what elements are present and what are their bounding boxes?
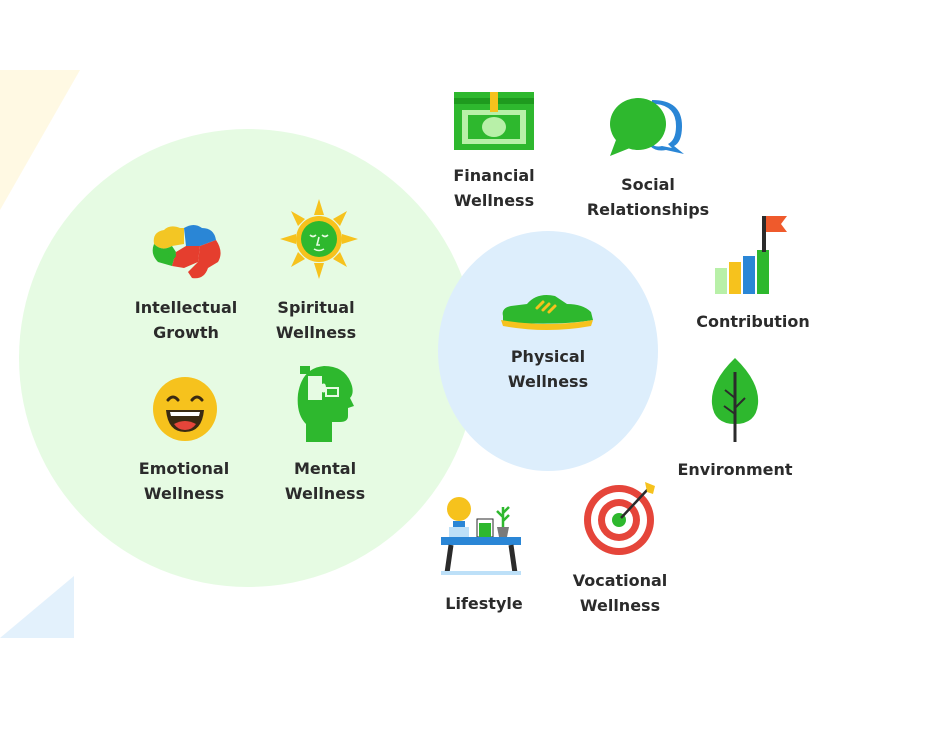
sneaker-icon [497, 290, 595, 337]
label-social-line-1: Social [621, 175, 675, 194]
inner-wellness-circle [19, 129, 477, 587]
label-spiritual-line-2: Wellness [275, 323, 357, 342]
physical-wellness-circle [438, 231, 658, 471]
laughing-face-icon [152, 376, 218, 447]
label-intellectual-line-2: Growth [153, 323, 219, 342]
label-environment: Environment [670, 457, 800, 482]
desk-lamp-icon [441, 495, 525, 582]
label-contribution-line-1: Contribution [696, 312, 810, 331]
label-emotional-wellness: Emotional Wellness [124, 456, 244, 506]
label-physical-wellness: Physical Wellness [488, 344, 608, 394]
label-intellectual-growth: Intellectual Growth [126, 295, 246, 345]
label-spiritual-line-1: Spiritual [277, 298, 355, 317]
bar-chart-flag-icon [715, 214, 791, 301]
leaf-tree-icon [710, 358, 760, 447]
label-physical-line-1: Physical [510, 347, 586, 366]
label-intellectual-line-1: Intellectual [134, 298, 238, 317]
label-vocational-line-2: Wellness [579, 596, 661, 615]
money-bill-icon [454, 92, 534, 155]
label-mental-line-1: Mental [293, 459, 357, 478]
label-vocational-line-1: Vocational [572, 571, 668, 590]
label-financial-line-2: Wellness [453, 191, 535, 210]
puzzle-brain-icon [148, 222, 224, 287]
decorative-triangle-bottom [0, 576, 74, 638]
label-lifestyle-line-1: Lifestyle [445, 594, 523, 613]
label-mental-wellness: Mental Wellness [265, 456, 385, 506]
head-puzzle-icon [296, 364, 356, 447]
label-financial-wellness: Financial Wellness [434, 163, 554, 213]
label-social-relationships: Social Relationships [578, 172, 718, 222]
label-financial-line-1: Financial [453, 166, 535, 185]
label-spiritual-wellness: Spiritual Wellness [256, 295, 376, 345]
label-contribution: Contribution [688, 309, 818, 334]
label-lifestyle: Lifestyle [424, 591, 544, 616]
target-dart-icon [583, 480, 659, 561]
label-environment-line-1: Environment [677, 460, 793, 479]
label-mental-line-2: Wellness [284, 484, 366, 503]
label-social-line-2: Relationships [586, 200, 710, 219]
decorative-triangle-top [0, 70, 80, 210]
label-emotional-line-1: Emotional [138, 459, 230, 478]
label-emotional-line-2: Wellness [143, 484, 225, 503]
label-physical-line-2: Wellness [507, 372, 589, 391]
sun-icon [280, 199, 358, 284]
label-vocational-wellness: Vocational Wellness [560, 568, 680, 618]
speech-bubbles-icon [610, 96, 686, 163]
